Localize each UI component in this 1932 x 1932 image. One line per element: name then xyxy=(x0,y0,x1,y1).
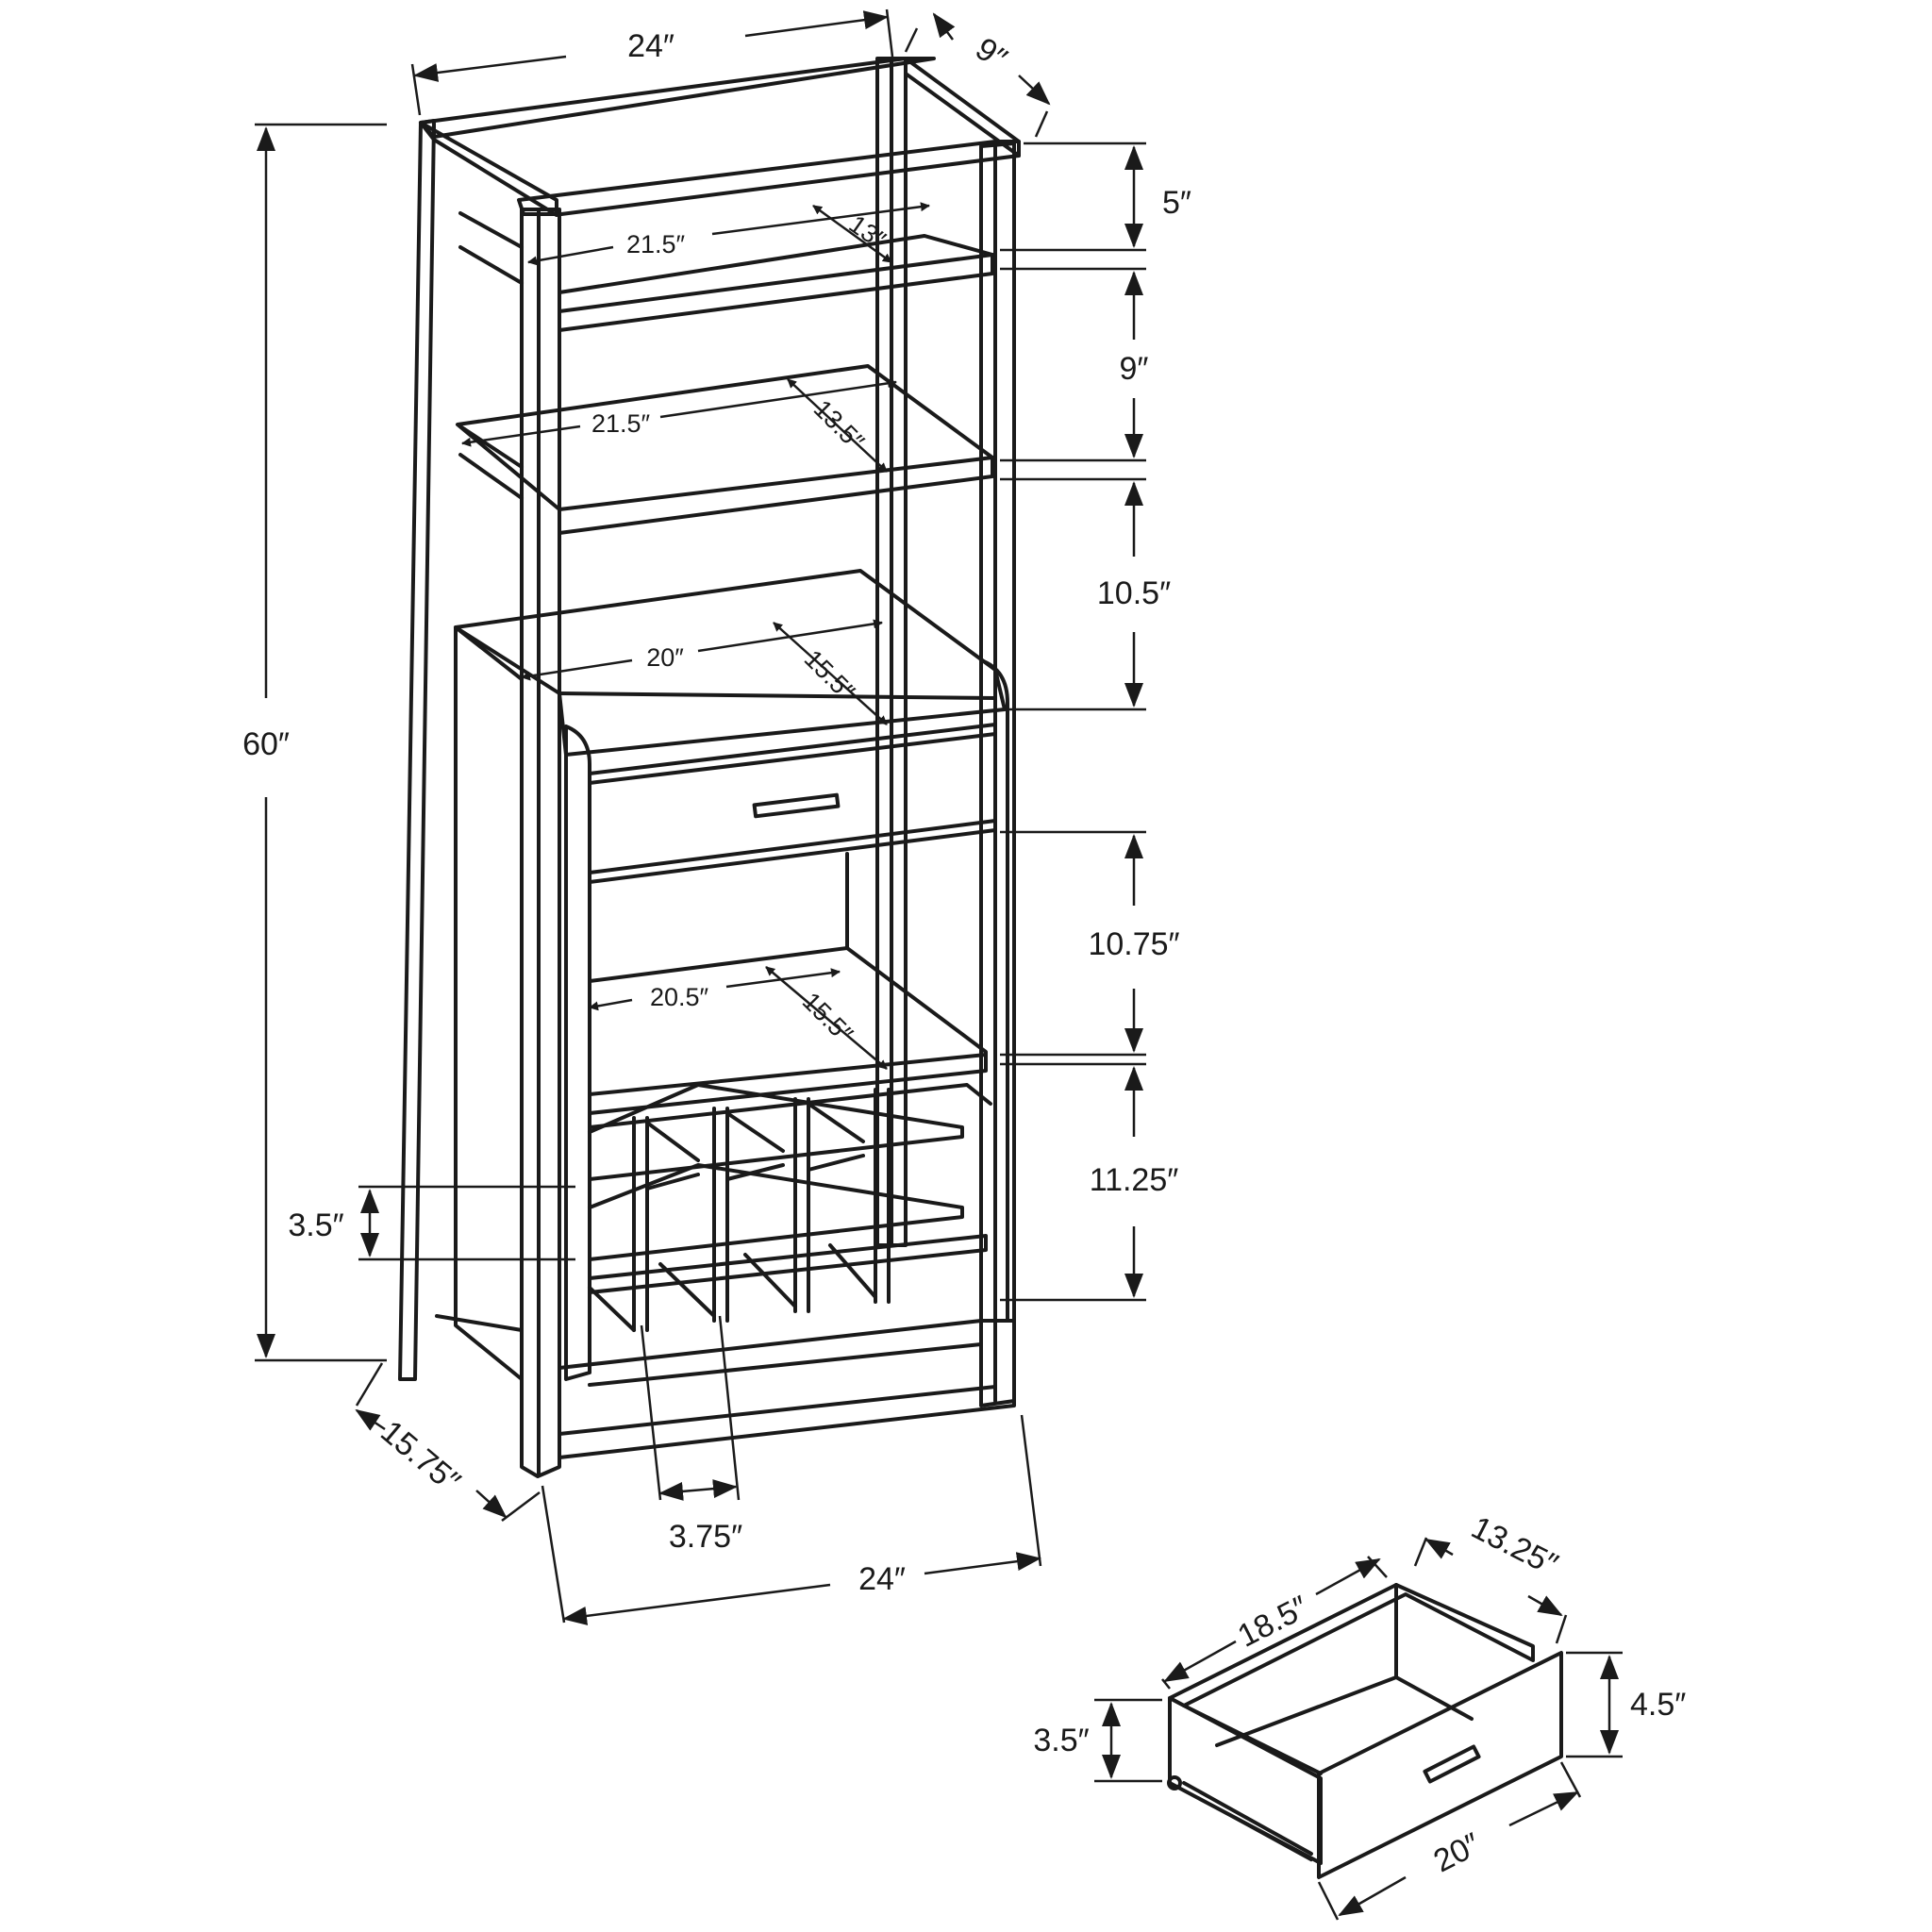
dim-drawer-outer-height-label: 4.5″ xyxy=(1630,1687,1686,1723)
drawer-box-back xyxy=(1168,1583,1535,1707)
rear-top-rail xyxy=(419,57,936,139)
drawer-front-panel xyxy=(1317,1651,1563,1879)
dim-top-width-inner-label: 20″ xyxy=(646,643,684,672)
drawer-side-left xyxy=(1168,1696,1323,1865)
dim-gap-shelf1-label: 9″ xyxy=(1120,351,1149,387)
dim-top-depth-arrow-left xyxy=(932,12,956,41)
dim-gap-shelf2-label: 10.5″ xyxy=(1097,575,1171,611)
dim-bottom-width-arrow-right xyxy=(924,1552,1041,1575)
dim-wine-slot-arrow xyxy=(658,1479,738,1501)
dim-drawer-depth-arrow-left xyxy=(1163,1640,1237,1683)
dim-shelf1-width-label: 21.5″ xyxy=(626,230,686,258)
front-left-panel xyxy=(564,724,591,1381)
dim-drawer-inner-depth-label: 13.25″ xyxy=(1466,1509,1564,1583)
wine-rack xyxy=(588,1083,992,1332)
dim-top-width-label: 24″ xyxy=(627,28,675,64)
cabinet-base xyxy=(558,1319,1016,1459)
detail-drawer-handle xyxy=(1423,1744,1481,1784)
drawer-handle xyxy=(752,792,841,819)
dim-height-label: 60″ xyxy=(242,726,290,762)
side-panel-right xyxy=(979,658,1009,1323)
front-top-rail xyxy=(517,140,1021,216)
dim-drawer-width-arrow-right xyxy=(1508,1790,1579,1827)
dim-drawer-inner-height-label: 3.5″ xyxy=(1033,1723,1089,1758)
dim-top-width-arrow-right xyxy=(744,10,889,38)
dim-gap-wine-label: 11.25″ xyxy=(1090,1162,1179,1198)
dim-base-depth-label: 15.75″ xyxy=(374,1413,467,1500)
dim-top-depth-label: 9″ xyxy=(969,31,1013,77)
drawer-detail-drawing: 18.5″ 13.25″ 4.5″ 3.5″ 20″ xyxy=(1033,1509,1686,1921)
cabinet-drawer-front xyxy=(588,723,997,874)
dim-shelf3-width-label: 20.5″ xyxy=(650,983,709,1011)
dim-bottom-width-label: 24″ xyxy=(858,1561,906,1597)
dim-gap-drawer-label: 10.75″ xyxy=(1088,926,1179,962)
dim-drawer-width-label: 20″ xyxy=(1428,1826,1487,1879)
dim-top-width-arrow-left xyxy=(413,55,567,82)
dim-wine-row-label: 3.5″ xyxy=(288,1208,343,1243)
dim-shelf1-width-arrow-left xyxy=(527,245,614,266)
dim-wine-slot-label: 3.75″ xyxy=(669,1519,742,1555)
shelf-3 xyxy=(588,946,988,1115)
dim-shelf2-width-label: 21.5″ xyxy=(591,409,651,438)
dim-gap-top-label: 5″ xyxy=(1162,185,1191,221)
dim-top-depth-arrow-right xyxy=(1018,75,1051,106)
bar-cabinet-drawing xyxy=(398,57,1021,1478)
dim-drawer-depth-arrow-right xyxy=(1315,1557,1381,1596)
cabinet-dimensions: 24″ 9″ 60″ 5″ 9″ 10.5″ 10.75″ xyxy=(242,8,1191,1625)
dim-bottom-width-arrow-left xyxy=(562,1583,831,1625)
dim-shelf3-depth-label: 15.5″ xyxy=(797,987,858,1048)
back-left-post xyxy=(398,119,436,1381)
dim-drawer-width-arrow-left xyxy=(1338,1875,1407,1917)
side-panel-left xyxy=(454,625,524,1381)
